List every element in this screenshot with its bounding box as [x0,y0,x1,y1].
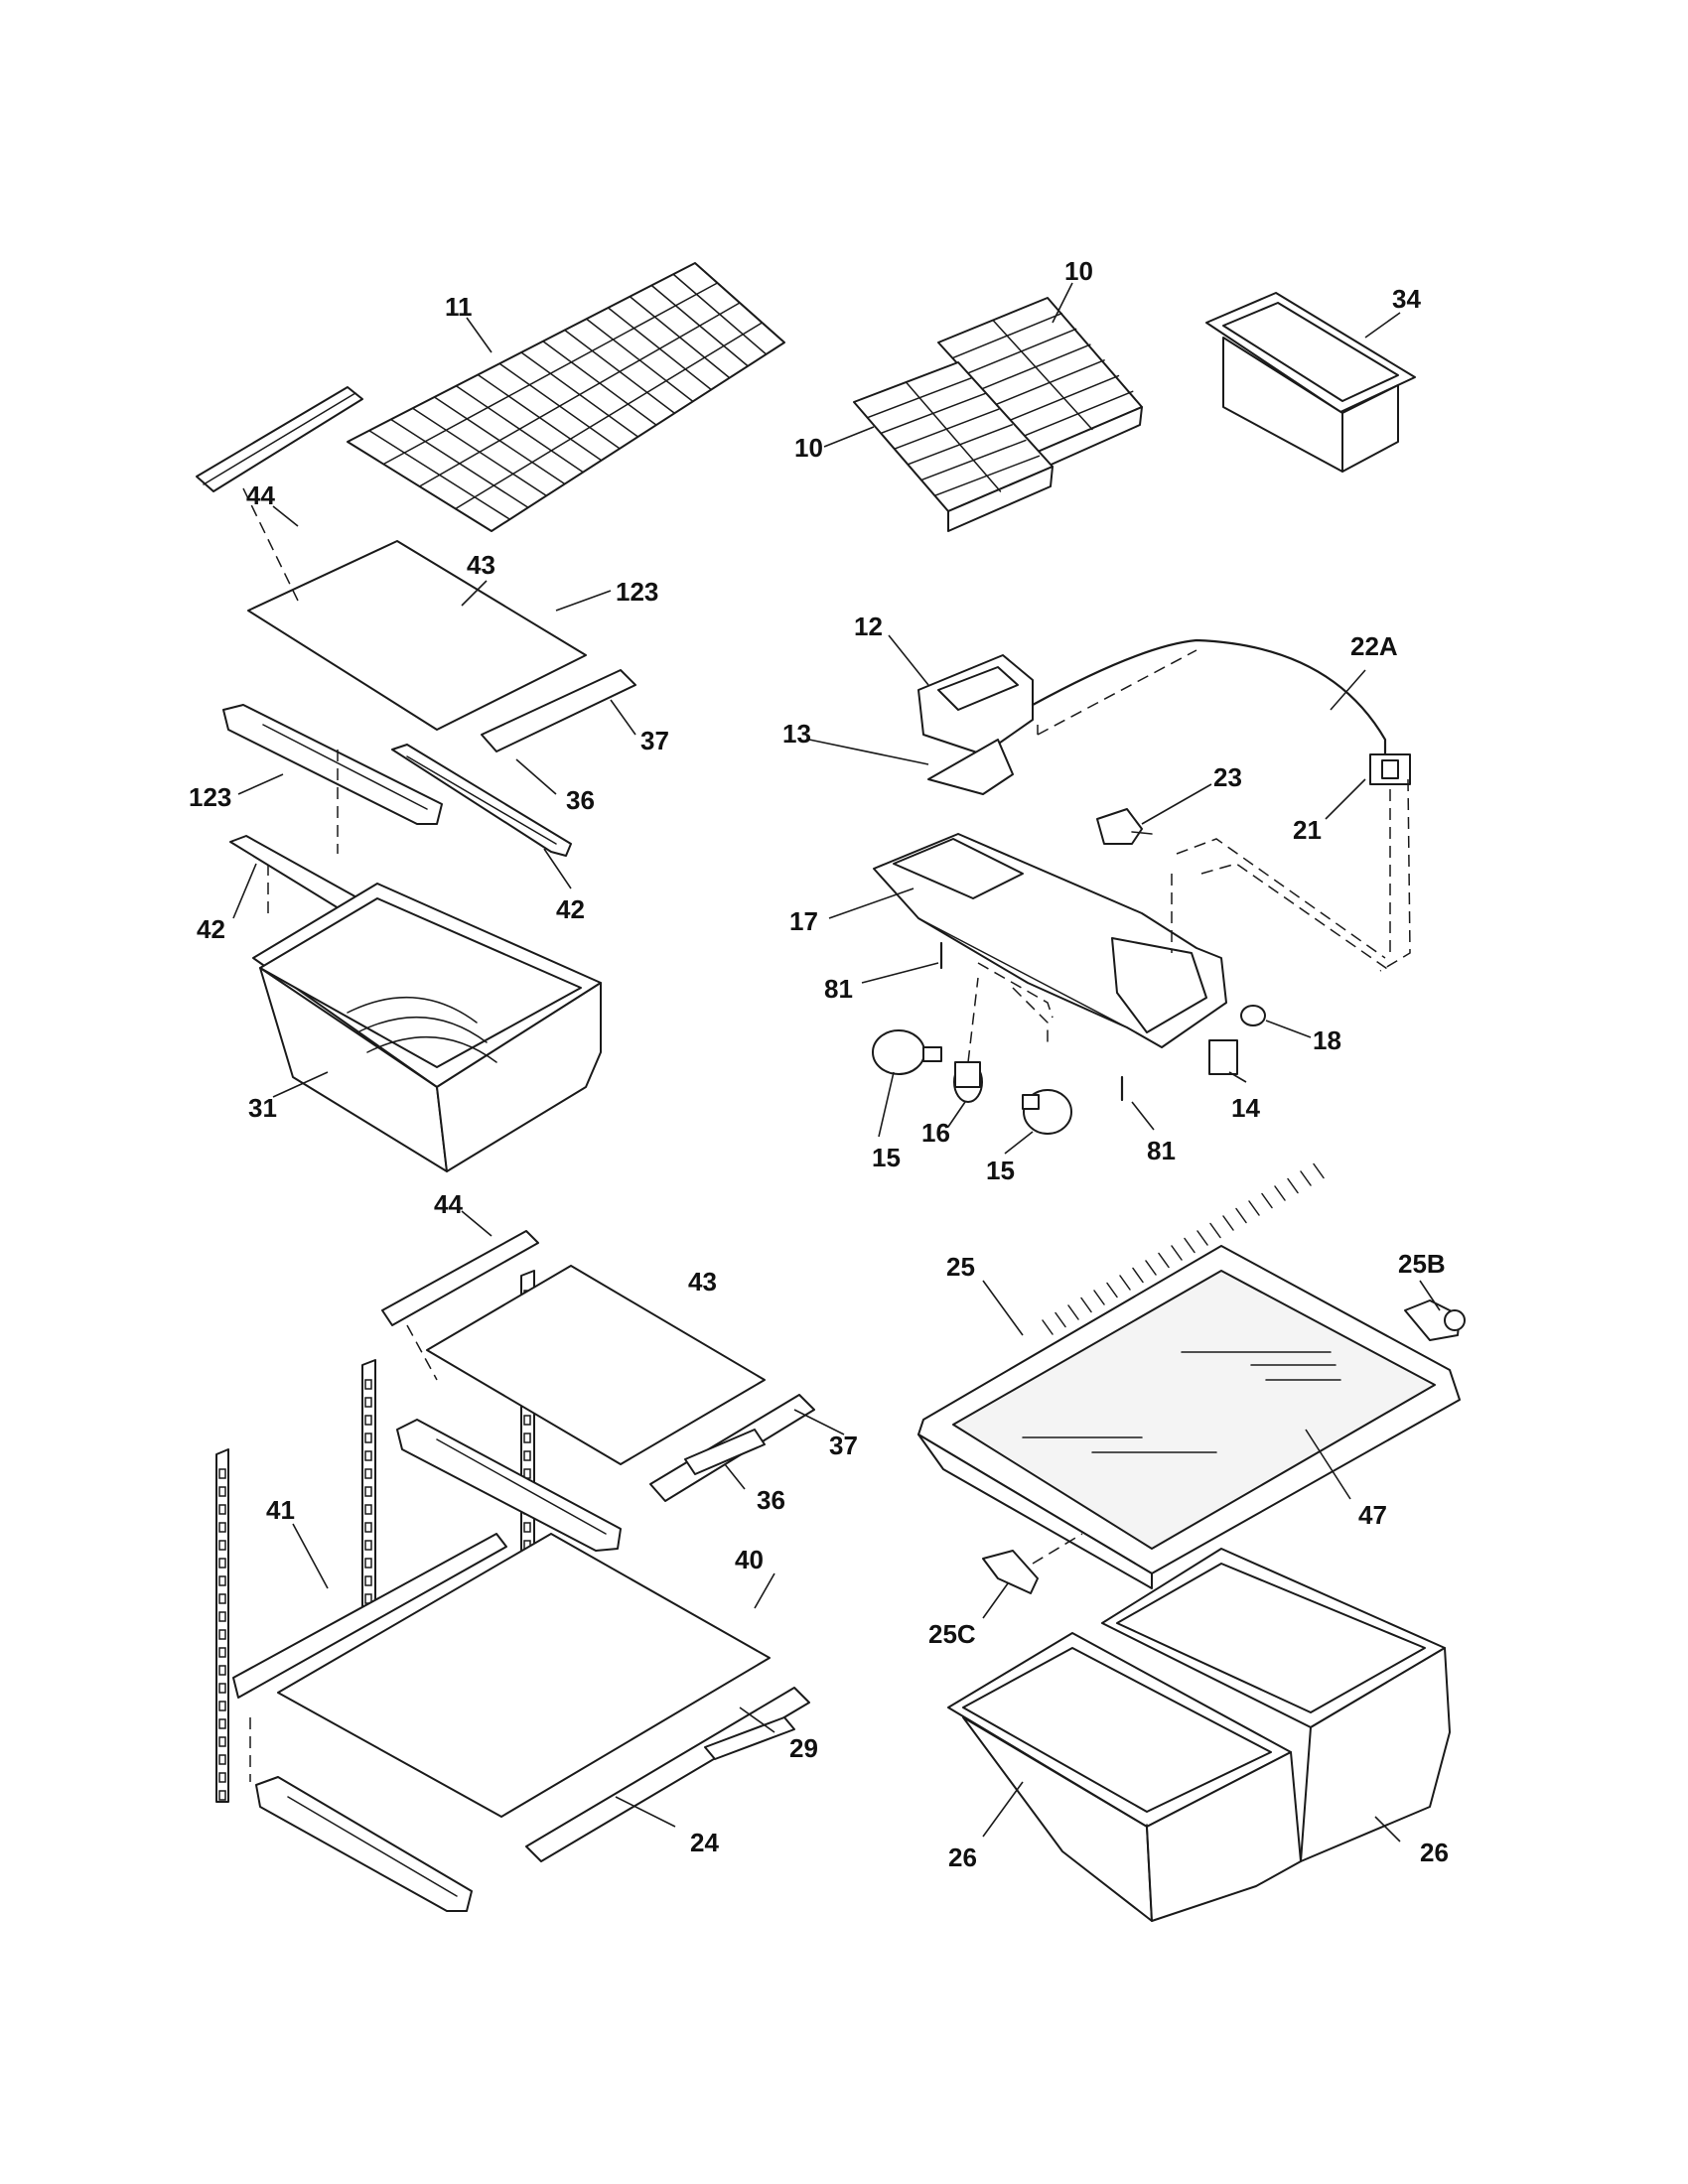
storage-bin-34 [1205,292,1416,473]
bulb-15b [1022,1089,1072,1135]
callout-26-left: 26 [948,1843,977,1872]
callout-10-rear: 10 [1064,256,1093,286]
rail-36b [684,1429,766,1475]
trim-29 [525,1687,810,1862]
callout-34: 34 [1392,284,1421,314]
bracket-25C [982,1533,1083,1594]
crisper-drawer-26-right [1101,1548,1451,1862]
callout-81-right: 81 [1147,1136,1176,1165]
callout-14: 14 [1231,1093,1260,1123]
rear-ladder-left [215,1448,229,1803]
callout-43-lower: 43 [688,1267,717,1297]
bracket-25B [1404,1299,1466,1341]
callout-10-front: 10 [794,433,823,463]
callout-44-lower: 44 [434,1189,463,1219]
clip-18 [1240,1005,1266,1026]
socket-16 [953,977,983,1103]
callout-25C: 25C [928,1619,976,1649]
callout-11: 11 [445,292,473,322]
bulb-15a [872,1029,942,1075]
light-shield-12 [917,654,1034,755]
thermostat-wire-22A [1031,638,1387,766]
wire-shelf-11 [347,262,785,532]
callout-42-left: 42 [197,914,225,944]
callout-22A: 22A [1350,631,1398,661]
damper-23 [1096,808,1153,845]
callout-15-right: 15 [986,1156,1015,1185]
shelf-assembly-upper [196,386,636,918]
trim-44b [381,1230,539,1326]
callout-17: 17 [789,906,818,936]
callout-41: 41 [266,1495,295,1525]
rail-left-a [222,704,443,825]
callout-123-upper: 123 [616,577,658,607]
callout-24: 24 [690,1828,719,1857]
callout-18: 18 [1313,1025,1341,1055]
crisper-31 [252,883,602,1172]
callout-36-lower: 36 [757,1485,785,1515]
ice-tray-rear [937,297,1143,472]
crisper-drawer-26-left [947,1632,1302,1922]
callout-36-upper: 36 [566,785,595,815]
callout-21: 21 [1293,815,1322,845]
rear-ladder-mid [361,1359,376,1609]
callout-47: 47 [1358,1500,1387,1530]
callout-26-right: 26 [1420,1838,1449,1867]
callout-23: 23 [1213,762,1242,792]
callout-37-lower: 37 [829,1431,858,1460]
callout-43-upper: 43 [467,550,495,580]
switch-14 [1208,1039,1238,1075]
diffuser-13 [927,739,1014,795]
glass-40 [277,1533,771,1818]
glass-43a [247,540,587,731]
callout-13: 13 [782,719,811,749]
bracket-upper-left [396,1419,622,1552]
light-housing-17 [873,833,1227,1048]
trim-41 [232,1533,507,1699]
glass-43b [426,1265,766,1465]
thermostat-21 [1369,753,1411,785]
callout-12: 12 [854,612,883,641]
bracket-lower-left [255,1776,473,1912]
trim-37a [481,669,636,752]
callout-81-left: 81 [824,974,853,1004]
callout-labels: 11 10 10 34 44 43 123 37 123 36 42 42 31… [189,256,1449,1872]
callout-15-left: 15 [872,1143,901,1172]
crisper-cover-25 [917,1162,1461,1589]
rail-24-front [704,1716,795,1760]
callout-42-right: 42 [556,894,585,924]
callout-40: 40 [735,1545,764,1574]
callout-44-upper: 44 [246,480,275,510]
callout-25: 25 [946,1252,975,1282]
callout-123-lower: 123 [189,782,231,812]
leader-lines [232,282,1441,1843]
callout-31: 31 [248,1093,277,1123]
ice-tray-front [853,361,1054,532]
callout-16: 16 [921,1118,950,1148]
callout-25B: 25B [1398,1249,1446,1279]
callout-29: 29 [789,1733,818,1763]
callout-37-upper: 37 [640,726,669,755]
